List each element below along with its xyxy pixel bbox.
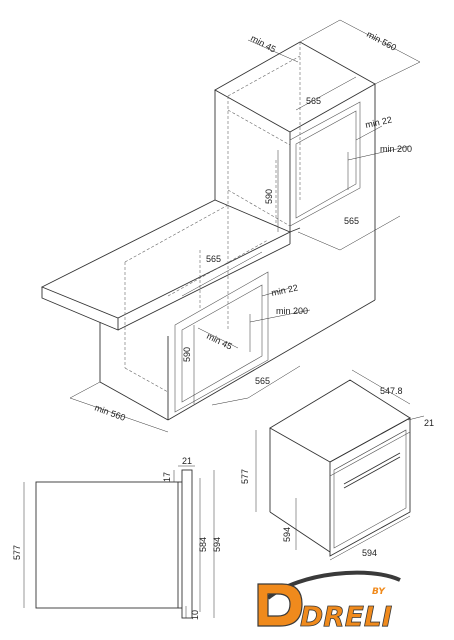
logo-wordmark: DRELI xyxy=(300,600,392,633)
dim-upper-590: 590 xyxy=(264,189,274,204)
dim-lower-590: 590 xyxy=(182,347,192,362)
logo-d-drill-icon xyxy=(257,583,303,627)
dim-oven-547-8: 547.8 xyxy=(380,386,403,396)
tall-cabinet xyxy=(214,41,376,330)
oven-isometric: 547.8 21 577 594 594 xyxy=(240,369,434,561)
dim-upper-min45: min 45 xyxy=(249,33,278,55)
dim-lower-565w: 565 xyxy=(206,254,221,264)
dim-side-17: 17 xyxy=(162,472,172,482)
dim-lower-min200: min 200 xyxy=(276,306,308,316)
dim-oven-594h: 594 xyxy=(282,527,292,542)
dim-upper-565w: 565 xyxy=(306,96,321,106)
dim-side-10: 10 xyxy=(190,610,200,620)
dim-oven-21: 21 xyxy=(424,418,434,428)
dim-lower-min22: min 22 xyxy=(270,283,299,298)
dim-lower-565d: 565 xyxy=(255,376,270,386)
oven-side-view: 21 17 577 584 594 10 xyxy=(12,456,222,620)
dim-side-21: 21 xyxy=(182,456,192,466)
dim-side-584: 584 xyxy=(198,537,208,552)
dim-side-594: 594 xyxy=(212,537,222,552)
dim-upper-565d: 565 xyxy=(344,216,359,226)
upper-dimensions: min 560 min 45 565 min 22 min 200 590 56… xyxy=(247,19,421,251)
base-cabinet xyxy=(40,199,376,421)
dim-upper-min200: min 200 xyxy=(380,144,412,154)
dreli-logo: DRELI BY xyxy=(257,570,401,633)
logo-by: BY xyxy=(372,587,386,597)
dim-oven-594w: 594 xyxy=(362,548,377,558)
dim-lower-min45: min 45 xyxy=(205,331,234,352)
dim-lower-min560: min 560 xyxy=(93,402,127,422)
dim-side-577: 577 xyxy=(12,545,22,560)
dim-upper-min560: min 560 xyxy=(365,29,398,53)
dim-oven-577: 577 xyxy=(240,469,250,484)
lower-dimensions: 565 min 22 min 200 min 45 590 565 min 56… xyxy=(69,251,311,433)
